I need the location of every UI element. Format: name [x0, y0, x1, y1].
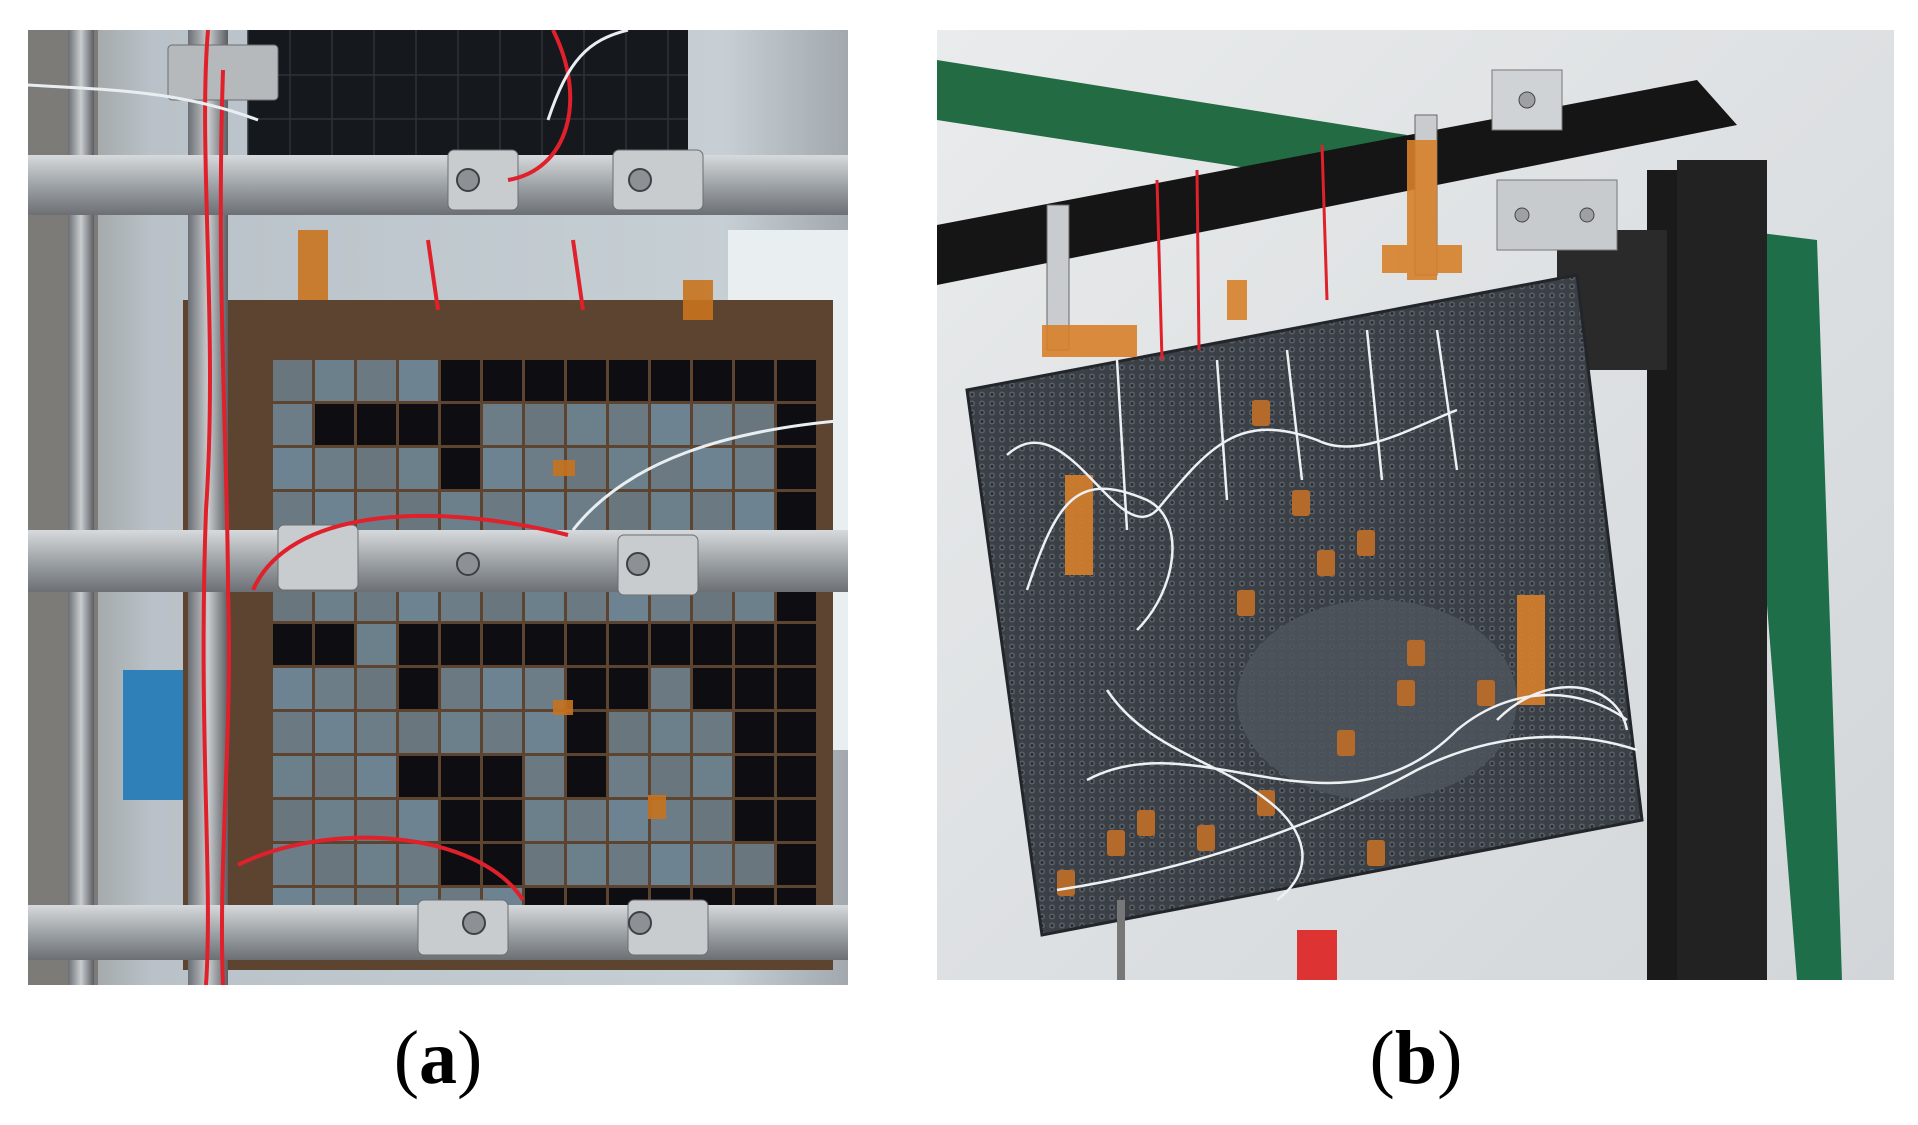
caption-b: (b)	[1369, 1016, 1463, 1100]
caption-b-letter: b	[1394, 1016, 1438, 1100]
photo-panel-a	[28, 30, 848, 985]
caption-a: (a)	[393, 1016, 483, 1100]
caption-a-letter: a	[419, 1016, 457, 1100]
photo-panel-b	[937, 30, 1894, 980]
